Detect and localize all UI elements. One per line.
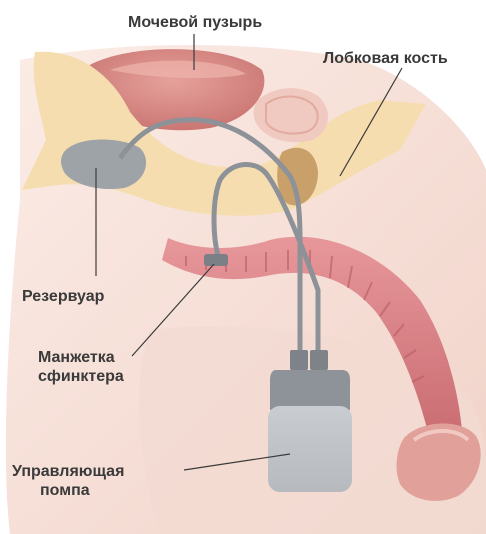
sphincter-cuff-label: Манжетка сфинктера: [38, 348, 124, 386]
sphincter-cuff-label-line1: Манжетка: [38, 348, 124, 367]
pump-connector-right: [310, 350, 328, 370]
pubic-bone-label: Лобковая кость: [323, 49, 448, 68]
sphincter-cuff: [204, 254, 228, 266]
pump-label: Управляющая помпа: [12, 462, 124, 500]
bladder-label: Мочевой пузырь: [128, 13, 262, 32]
reservoir-label: Резервуар: [22, 287, 104, 306]
pump-bulb: [268, 406, 352, 492]
pump-label-line2: помпа: [12, 481, 124, 500]
pump-label-line1: Управляющая: [12, 462, 124, 481]
sphincter-cuff-label-line2: сфинктера: [38, 367, 124, 386]
pump-top: [270, 370, 350, 410]
pump-connector-left: [290, 350, 308, 370]
